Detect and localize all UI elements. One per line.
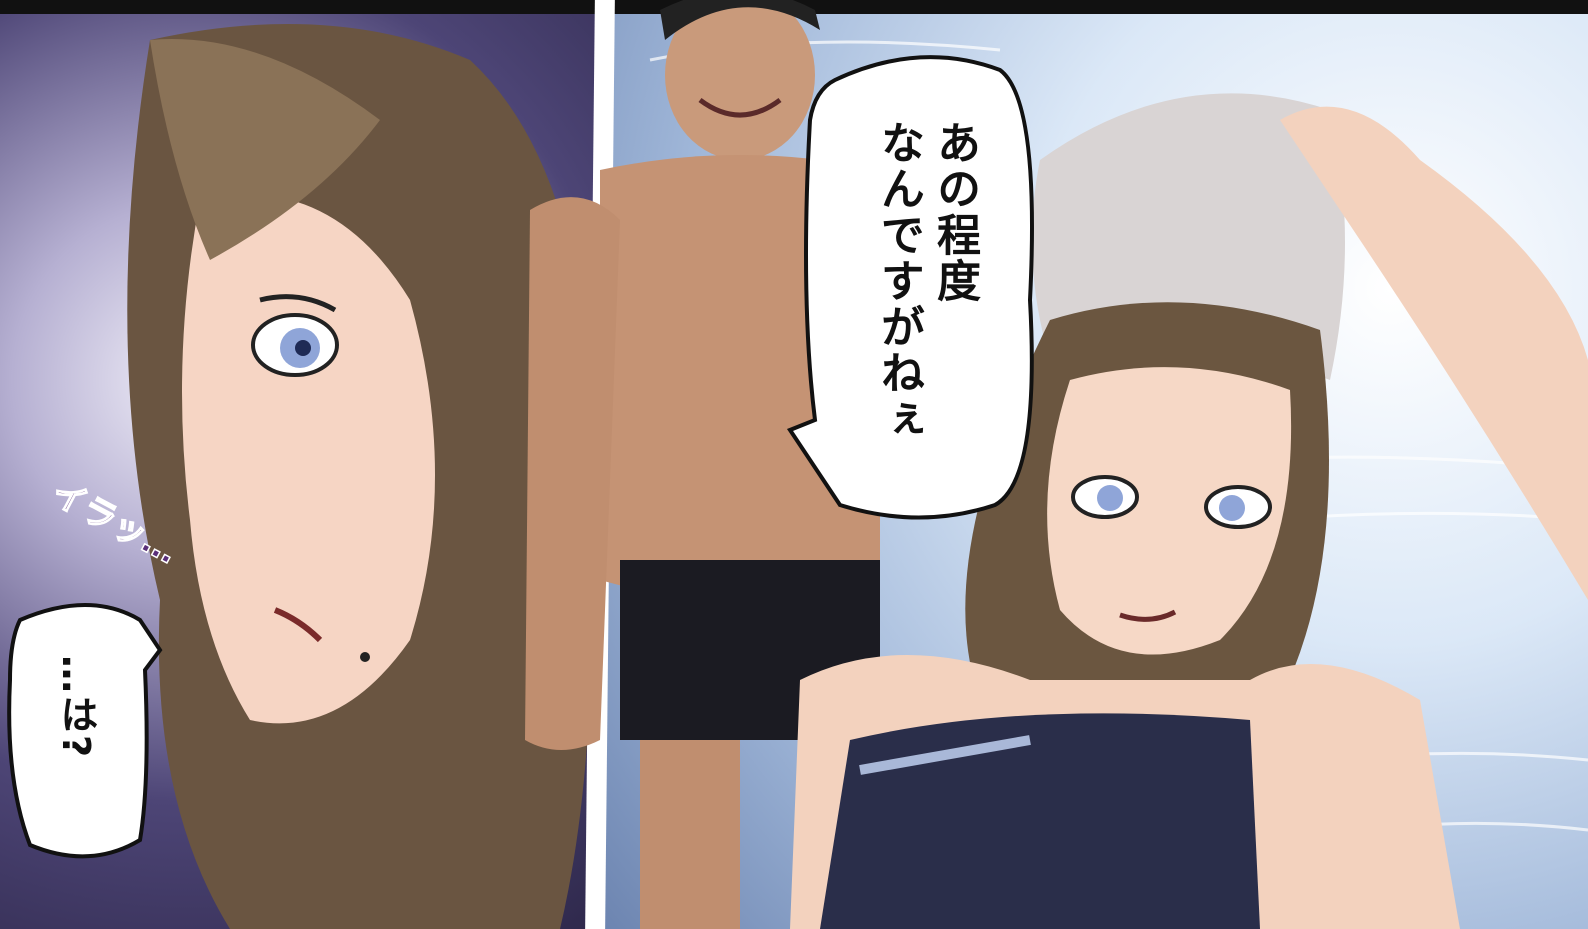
left-woman-figure <box>127 24 592 929</box>
speech-bubble-small <box>7 603 163 859</box>
speech-bubble-main <box>786 55 1034 520</box>
right-woman-figure <box>790 93 1588 929</box>
man-speech-text: あの程度 なんですがねぇ <box>873 120 980 442</box>
woman-speech-text: …は? <box>54 655 98 760</box>
